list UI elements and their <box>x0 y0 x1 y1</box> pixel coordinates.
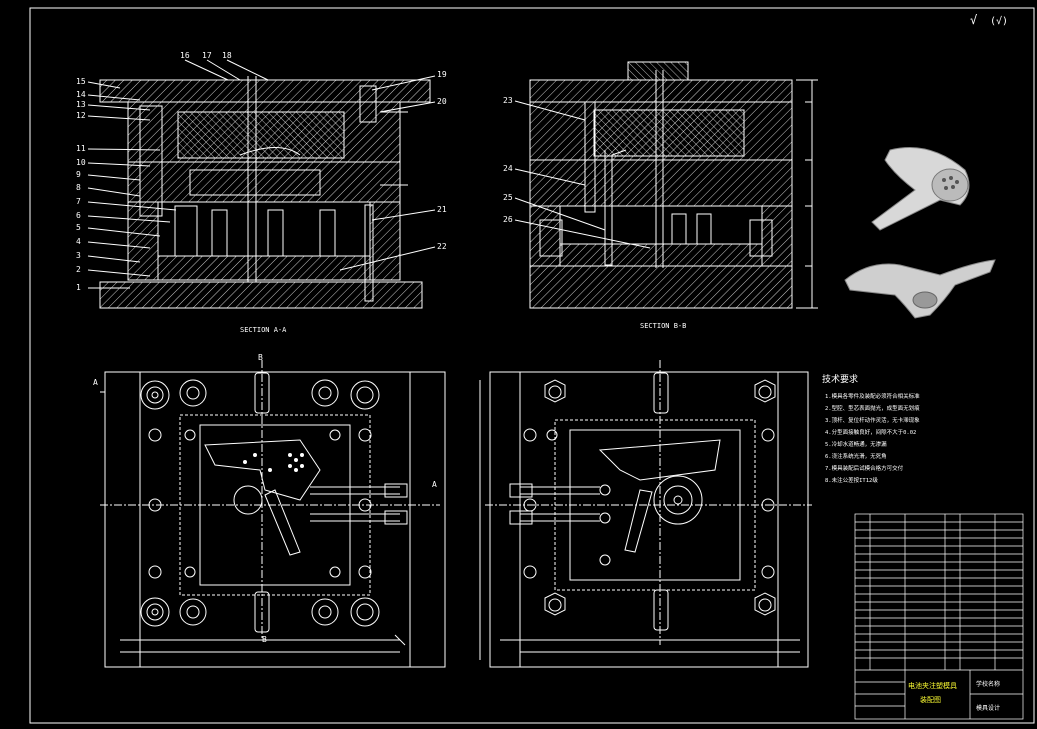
svg-text:14: 14 <box>76 90 86 99</box>
tech-line-8: 8.未注公差按IT12级 <box>825 476 878 484</box>
tech-requirements: 技术要求 1.模具各零件及装配必须符合相关标准 2.型腔、型芯表面抛光，成型面无… <box>822 373 920 484</box>
cut-mark-b-bottom: B <box>262 635 267 644</box>
tech-line-7: 7.模具装配后试模合格方可交付 <box>825 464 904 472</box>
svg-text:22: 22 <box>437 242 447 251</box>
svg-text:10: 10 <box>76 158 86 167</box>
svg-text:9: 9 <box>76 170 81 179</box>
section-b-b-label: SECTION B-B <box>640 322 686 330</box>
title-drawing-type: 装配图 <box>920 695 941 704</box>
svg-text:21: 21 <box>437 205 447 214</box>
tech-line-6: 6.浇注系统光滑，无死角 <box>825 452 887 460</box>
svg-text:16: 16 <box>180 51 190 60</box>
svg-text:1: 1 <box>76 283 81 292</box>
svg-text:2: 2 <box>76 265 81 274</box>
cut-mark-b-top: B <box>258 353 263 362</box>
svg-text:25: 25 <box>503 193 513 202</box>
svg-text:6: 6 <box>76 211 81 220</box>
roughness-symbol-2: (√) <box>990 15 1008 27</box>
cut-mark-a-left: A <box>93 378 98 387</box>
tech-line-5: 5.冷却水道畅通，无渗漏 <box>825 440 887 448</box>
tech-line-2: 2.型腔、型芯表面抛光，成型面无划痕 <box>825 404 920 412</box>
title-part-name: 电池夹注塑模具 <box>908 681 957 690</box>
tech-line-3: 3.顶杆、复位杆动作灵活，无卡滞现象 <box>825 416 920 424</box>
balloons-right-group: 19 20 21 22 <box>339 70 447 271</box>
section-b-b-view <box>529 61 818 309</box>
plan-view-moving-half <box>100 360 446 668</box>
balloons-mid-group: 23 24 25 26 <box>503 96 651 249</box>
svg-text:17: 17 <box>202 51 212 60</box>
cut-mark-a-right: A <box>432 480 437 489</box>
svg-text:18: 18 <box>222 51 232 60</box>
balloons-left-group: 1 2 3 4 5 6 7 8 9 10 11 12 13 14 15 <box>76 77 177 292</box>
roughness-symbol: √ <box>970 13 977 27</box>
balloons-top-group: 16 17 18 <box>180 51 269 81</box>
svg-text:20: 20 <box>437 97 447 106</box>
section-a-a-view <box>99 76 431 309</box>
part-3d-view-upper <box>871 147 970 231</box>
svg-text:23: 23 <box>503 96 513 105</box>
svg-text:7: 7 <box>76 197 81 206</box>
drawing-border <box>29 7 1035 724</box>
svg-text:4: 4 <box>76 237 81 246</box>
svg-text:24: 24 <box>503 164 513 173</box>
title-school: 学校名称 <box>976 680 1000 688</box>
svg-text:5: 5 <box>76 223 81 232</box>
tech-line-1: 1.模具各零件及装配必须符合相关标准 <box>825 392 920 400</box>
parts-list-table <box>854 513 1024 720</box>
svg-text:3: 3 <box>76 251 81 260</box>
tech-line-4: 4.分型面接触良好，间隙不大于0.02 <box>825 428 916 436</box>
svg-text:8: 8 <box>76 183 81 192</box>
svg-text:13: 13 <box>76 100 86 109</box>
svg-text:12: 12 <box>76 111 86 120</box>
part-3d-view-lower <box>844 259 996 319</box>
svg-text:15: 15 <box>76 77 86 86</box>
title-dept: 模具设计 <box>976 704 1000 712</box>
plan-view-fixed-half <box>479 360 812 668</box>
section-a-a-label: SECTION A-A <box>240 326 287 334</box>
svg-text:26: 26 <box>503 215 513 224</box>
tech-title: 技术要求 <box>822 373 858 385</box>
svg-text:11: 11 <box>76 144 86 153</box>
svg-text:19: 19 <box>437 70 447 79</box>
